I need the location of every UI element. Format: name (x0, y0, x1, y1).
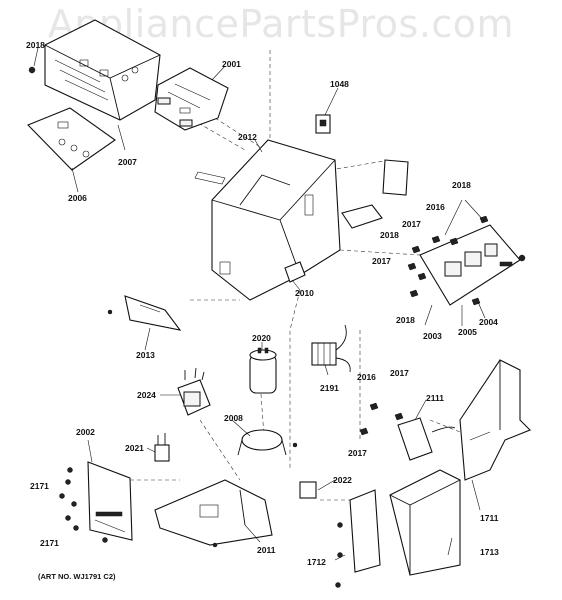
panel-1712 (335, 489, 381, 588)
art-number: (ART NO. WJ1791 C2) (38, 572, 116, 581)
callout-2003: 2003 (423, 331, 442, 341)
clamp-2008 (237, 429, 298, 456)
callout-2018-mid: 2018 (380, 230, 399, 240)
callout-2022: 2022 (333, 475, 352, 485)
relay-2021 (154, 433, 170, 462)
fan-control-2111 (359, 402, 456, 461)
callout-2018-low: 2018 (396, 315, 415, 325)
callout-2017-right: 2017 (402, 219, 421, 229)
callout-2171-top: 2171 (30, 481, 49, 491)
callout-1048: 1048 (330, 79, 349, 89)
relay-2022 (299, 481, 317, 499)
callout-1713: 1713 (480, 547, 499, 557)
screws-2171 (59, 467, 108, 543)
callout-2018-top: 2018 (26, 40, 45, 50)
insulator-plate (341, 204, 383, 229)
leader-lines (33, 47, 486, 561)
shield-1711 (459, 359, 531, 481)
callout-2171-bot: 2171 (40, 538, 59, 548)
callout-2008: 2008 (224, 413, 243, 423)
transformer-2024 (177, 367, 211, 416)
base-plate-2011 (154, 479, 273, 548)
callout-2016-right: 2016 (426, 202, 445, 212)
circuit-board-2003 (419, 224, 526, 306)
wire-harness-2191 (311, 324, 351, 373)
callout-2111: 2111 (426, 393, 444, 403)
control-board-2001 (154, 67, 229, 131)
callout-2001: 2001 (222, 59, 241, 69)
bracket-2013 (107, 295, 182, 331)
callout-2004: 2004 (479, 317, 498, 327)
control-housing-2007 (44, 19, 161, 121)
callout-2007: 2007 (118, 157, 137, 167)
fasteners-2017-2018 (407, 199, 489, 306)
callout-2010: 2010 (295, 288, 314, 298)
callout-2011: 2011 (257, 545, 276, 555)
relay-1048 (315, 114, 331, 134)
callout-2024: 2024 (137, 390, 156, 400)
sensor-2010 (284, 261, 306, 283)
callout-2006: 2006 (68, 193, 87, 203)
callout-2012: 2012 (238, 132, 257, 142)
enclosure-1713 (389, 469, 461, 576)
callout-2017-mid: 2017 (372, 256, 391, 266)
callout-2016-low: 2016 (357, 372, 376, 382)
overlay-panel-2006 (27, 107, 116, 171)
callout-2017-low: 2017 (390, 368, 409, 378)
screw-2018-top (28, 66, 36, 74)
callout-2191: 2191 (320, 383, 339, 393)
callout-2002: 2002 (76, 427, 95, 437)
cover-plate (382, 159, 409, 196)
callout-2005: 2005 (458, 327, 477, 337)
main-bracket-2012 (194, 139, 341, 301)
callout-1711: 1711 (480, 513, 499, 523)
callout-2017-low2: 2017 (348, 448, 367, 458)
callout-2021: 2021 (125, 443, 144, 453)
callout-2020: 2020 (252, 333, 271, 343)
callout-2013: 2013 (136, 350, 155, 360)
callout-2018-right: 2018 (452, 180, 471, 190)
bracket-2002 (87, 461, 133, 541)
callout-1712: 1712 (307, 557, 326, 567)
capacitor-2020 (249, 347, 277, 394)
